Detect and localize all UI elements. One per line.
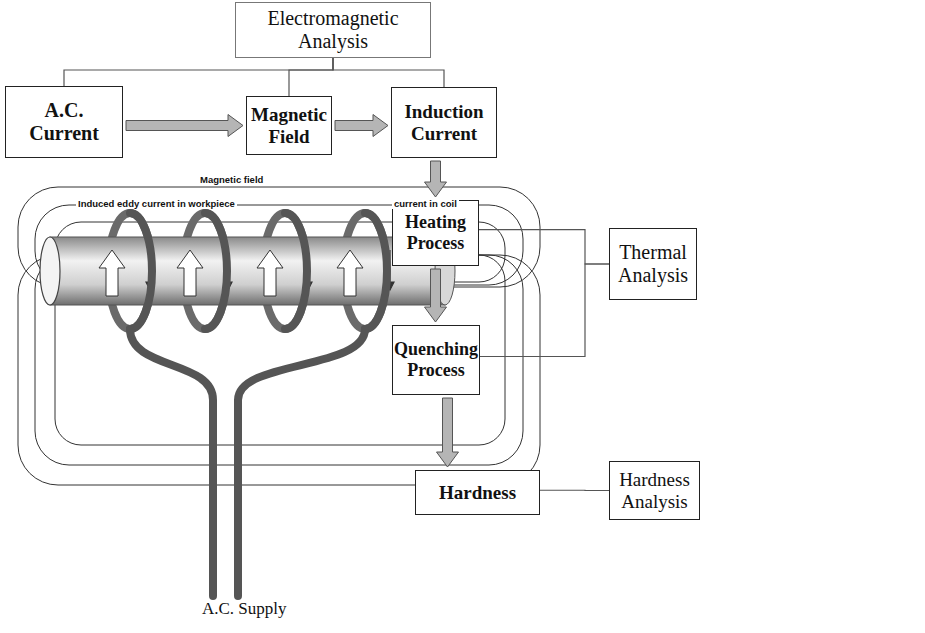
box-text: Quenching Process: [394, 339, 478, 380]
connector-line: [289, 58, 333, 96]
process-box: Induction Current: [391, 87, 497, 158]
box-text: Hardness Analysis: [615, 469, 694, 513]
box-text: Heating Process: [398, 212, 473, 253]
connector-line: [333, 58, 444, 87]
coil-current-arrows: [146, 250, 394, 290]
process-box: Magnetic Field: [246, 96, 332, 155]
box-text: Electromagnetic Analysis: [241, 7, 425, 53]
box-text: Magnetic Field: [251, 104, 327, 148]
process-box: Quenching Process: [392, 325, 480, 395]
flow-arrow: [425, 161, 447, 197]
flow-arrow: [425, 269, 447, 322]
figure-caption-label: A.C. Supply: [200, 600, 289, 619]
process-box: Hardness: [415, 470, 540, 515]
analysis-box: Hardness Analysis: [609, 461, 700, 520]
box-text: A.C. Current: [11, 99, 117, 145]
coil-front: [130, 213, 387, 596]
eddy-current-arrows: [99, 250, 363, 296]
box-text: Thermal Analysis: [615, 241, 691, 287]
box-text: Induction Current: [397, 101, 491, 145]
field-lines: [18, 187, 540, 485]
connector-line: [64, 58, 333, 86]
connector-line: [479, 230, 609, 264]
flow-arrow: [437, 398, 459, 467]
connector-line: [480, 264, 609, 357]
process-box: A.C. Current: [5, 86, 123, 158]
connector-line: [540, 490, 609, 491]
figure-label: Magnetic field: [198, 175, 265, 185]
group-title-box: Electromagnetic Analysis: [235, 2, 431, 58]
flow-arrow: [126, 115, 243, 137]
process-box: Heating Process: [392, 200, 479, 266]
figure-label: Induced eddy current in workpiece: [76, 199, 237, 209]
figure-label: current in coil: [392, 199, 459, 209]
analysis-box: Thermal Analysis: [609, 228, 697, 300]
box-text: Hardness: [439, 482, 516, 504]
flow-arrow: [335, 115, 388, 137]
